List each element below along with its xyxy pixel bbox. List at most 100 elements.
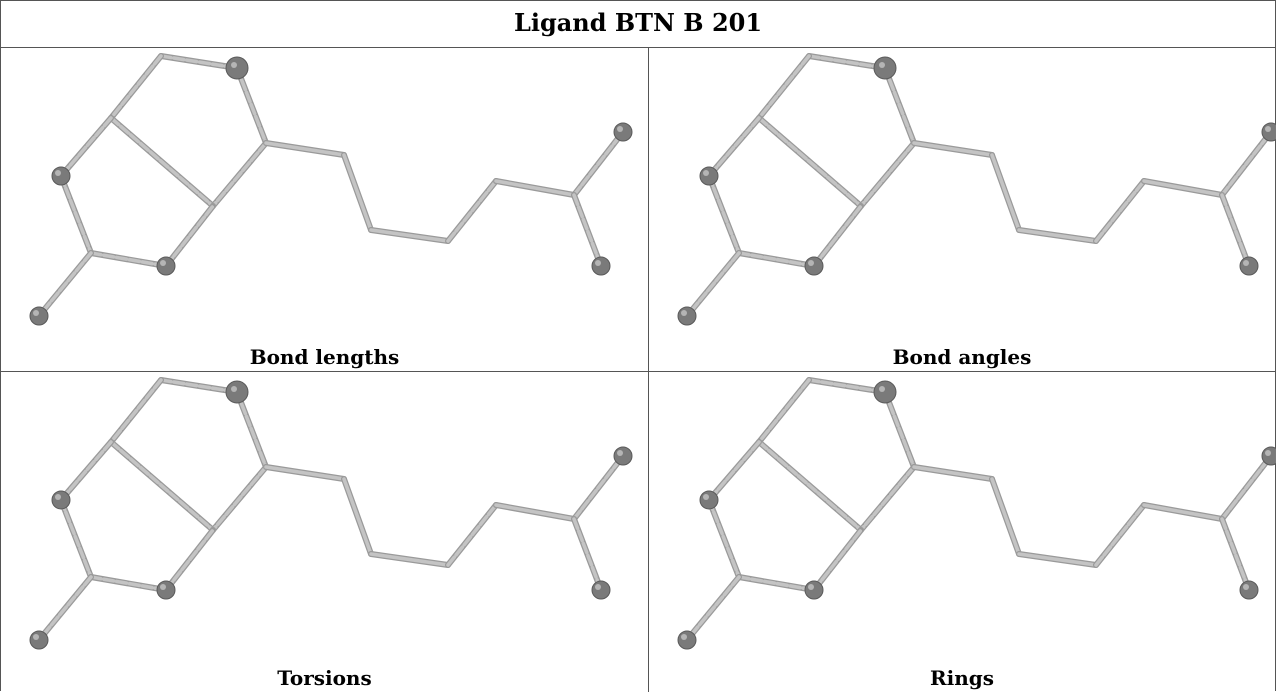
bond-line-inner bbox=[494, 179, 576, 197]
atom-highlight bbox=[681, 634, 687, 640]
bond-line-inner bbox=[369, 228, 450, 243]
bond-line-inner bbox=[883, 390, 916, 469]
panel-caption: Torsions bbox=[277, 666, 372, 690]
bond-line-inner bbox=[1142, 503, 1224, 521]
bond-line-inner bbox=[264, 465, 346, 481]
atom-highlight bbox=[703, 170, 709, 176]
atom-highlight bbox=[703, 494, 709, 500]
atom-highlight bbox=[1243, 260, 1249, 266]
bond-line-inner bbox=[685, 575, 741, 642]
bond-line-inner bbox=[369, 552, 450, 567]
bond-line-inner bbox=[859, 465, 916, 532]
atom-highlight bbox=[808, 584, 814, 590]
panel-caption: Bond angles bbox=[892, 345, 1032, 369]
bond-line-inner bbox=[342, 153, 373, 232]
bond-line-inner bbox=[446, 503, 498, 567]
bond-line-inner bbox=[990, 153, 1021, 232]
atom-sphere bbox=[225, 380, 249, 404]
table-title: Ligand BTN B 201 bbox=[1, 1, 1275, 48]
bond-line-inner bbox=[757, 378, 811, 444]
bond-line-inner bbox=[1220, 517, 1251, 592]
bond-line-inner bbox=[757, 54, 811, 120]
atom-highlight bbox=[879, 386, 885, 392]
bond-line-inner bbox=[685, 251, 741, 318]
atom-sphere bbox=[804, 256, 824, 276]
atom-sphere bbox=[613, 446, 633, 466]
bond-line-inner bbox=[59, 498, 93, 579]
atom-highlight bbox=[33, 634, 39, 640]
atom-sphere bbox=[699, 490, 719, 510]
bond-line-inner bbox=[1094, 503, 1146, 567]
bond-line-inner bbox=[342, 477, 373, 556]
bond-line-inner bbox=[1220, 454, 1273, 521]
atom-sphere bbox=[51, 490, 71, 510]
atom-highlight bbox=[1265, 126, 1271, 132]
bond-line-inner bbox=[494, 503, 576, 521]
atom-highlight bbox=[879, 62, 885, 68]
atom-highlight bbox=[160, 584, 166, 590]
bond-line-inner bbox=[707, 440, 761, 502]
bond-line-inner bbox=[159, 378, 239, 394]
atom-sphere bbox=[156, 580, 176, 600]
bond-line-inner bbox=[89, 575, 168, 592]
bond-line-inner bbox=[757, 116, 863, 208]
panel-torsions: Torsions bbox=[1, 372, 649, 692]
bond-line-inner bbox=[812, 204, 863, 268]
bond-line-inner bbox=[572, 517, 603, 592]
atom-highlight bbox=[1243, 584, 1249, 590]
molecule-diagram bbox=[29, 377, 633, 650]
atom-highlight bbox=[1265, 450, 1271, 456]
atom-sphere bbox=[591, 256, 611, 276]
atom-sphere bbox=[1261, 122, 1276, 142]
bond-line-inner bbox=[707, 116, 761, 178]
atom-sphere bbox=[677, 306, 697, 326]
bond-line-inner bbox=[1142, 179, 1224, 197]
bond-line-inner bbox=[572, 454, 625, 521]
bond-line-inner bbox=[812, 528, 863, 592]
atom-highlight bbox=[681, 310, 687, 316]
atom-sphere bbox=[677, 630, 697, 650]
bond-line-inner bbox=[235, 66, 268, 145]
atom-highlight bbox=[231, 386, 237, 392]
bond-line-inner bbox=[572, 193, 603, 268]
atom-highlight bbox=[595, 260, 601, 266]
atom-sphere bbox=[1239, 256, 1259, 276]
atom-sphere bbox=[873, 56, 897, 80]
panel-caption: Rings bbox=[929, 666, 994, 690]
atom-sphere bbox=[29, 306, 49, 326]
bond-line-inner bbox=[89, 251, 168, 268]
atom-sphere bbox=[1239, 580, 1259, 600]
bond-line-inner bbox=[990, 477, 1021, 556]
molecule-diagram bbox=[29, 53, 633, 326]
bond-line-inner bbox=[707, 174, 741, 255]
bond-line-inner bbox=[109, 378, 163, 444]
atom-highlight bbox=[33, 310, 39, 316]
atom-highlight bbox=[55, 170, 61, 176]
bond-line-inner bbox=[109, 54, 163, 120]
bond-line-inner bbox=[59, 440, 113, 502]
bond-line-inner bbox=[737, 251, 816, 268]
bond-line-inner bbox=[1220, 130, 1273, 197]
bond-line-inner bbox=[707, 498, 741, 579]
atom-highlight bbox=[595, 584, 601, 590]
panel-bond-angles: Bond angles bbox=[649, 48, 1276, 372]
bond-line-inner bbox=[757, 440, 863, 532]
bond-line-inner bbox=[211, 141, 268, 208]
bond-line-inner bbox=[164, 528, 215, 592]
panel-caption: Bond lengths bbox=[249, 345, 400, 369]
panel-bond-lengths: Bond lengths bbox=[1, 48, 649, 372]
bond-line-inner bbox=[1017, 228, 1098, 243]
bond-line-inner bbox=[807, 54, 887, 70]
bond-line-inner bbox=[883, 66, 916, 145]
bond-line-inner bbox=[807, 378, 887, 394]
atom-sphere bbox=[804, 580, 824, 600]
atom-sphere bbox=[156, 256, 176, 276]
atom-sphere bbox=[699, 166, 719, 186]
bond-line-inner bbox=[235, 390, 268, 469]
atom-sphere bbox=[591, 580, 611, 600]
bond-line-inner bbox=[159, 54, 239, 70]
bond-line-inner bbox=[164, 204, 215, 268]
bond-line-inner bbox=[264, 141, 346, 157]
bond-line-inner bbox=[912, 465, 994, 481]
